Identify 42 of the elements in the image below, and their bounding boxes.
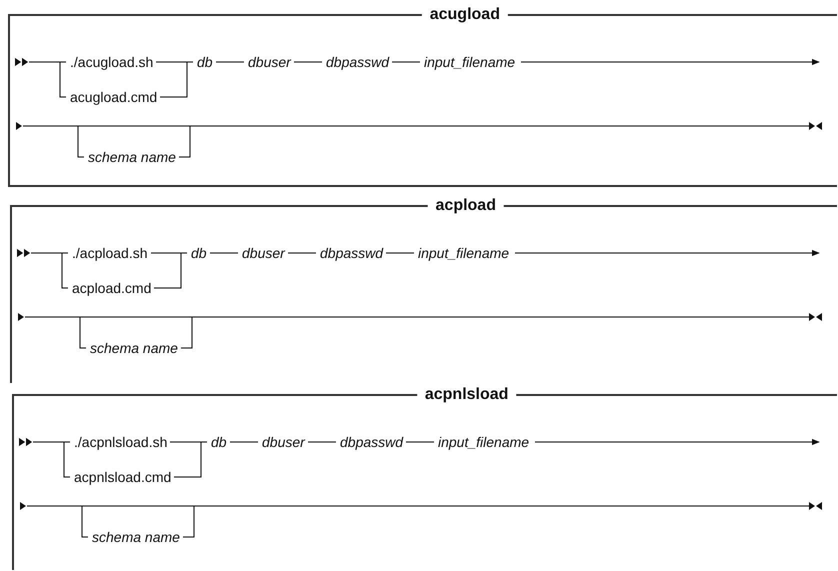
syntax-line (154, 252, 188, 288)
syntax-line (386, 252, 414, 254)
command-text: ./acpnlsload.sh (74, 433, 168, 451)
command-text: ./acugload.sh (70, 53, 154, 71)
parameter-text: dbpasswd (326, 53, 390, 71)
syntax-line (60, 122, 822, 158)
syntax-line (160, 62, 194, 98)
syntax-line (210, 252, 238, 254)
syntax-line (520, 58, 820, 66)
parameter-text: schema name (88, 148, 176, 166)
parameter-text: dbuser (262, 433, 305, 451)
syntax-line (64, 502, 822, 538)
syntax-line (15, 58, 66, 98)
panel-title: acpnlsload (416, 385, 516, 405)
parameter-text: dbuser (248, 53, 291, 71)
command-text: acpload.cmd (72, 279, 152, 297)
parameter-text: db (211, 433, 227, 451)
parameter-text: db (191, 244, 207, 262)
panel-title: acugload (422, 5, 508, 25)
parameter-text: schema name (90, 339, 178, 357)
parameter-text: dbpasswd (340, 433, 404, 451)
parameter-text: input_filename (438, 433, 530, 451)
syntax-line (17, 249, 68, 288)
parameter-text: dbuser (242, 244, 285, 262)
syntax-line (18, 313, 86, 348)
syntax-line (288, 252, 316, 254)
parameter-text: input_filename (424, 53, 516, 71)
syntax-line (514, 250, 820, 256)
syntax-line (16, 122, 84, 158)
syntax-line (174, 442, 208, 478)
syntax-line (19, 438, 70, 478)
syntax-line (534, 438, 820, 446)
command-text: acpnlsload.cmd (74, 468, 172, 486)
panel-title: acpload (428, 196, 504, 216)
syntax-line (62, 313, 822, 348)
parameter-text: db (197, 53, 213, 71)
command-text: ./acpload.sh (72, 244, 148, 262)
syntax-line (20, 502, 88, 538)
command-text: acugload.cmd (70, 88, 158, 106)
parameter-text: input_filename (418, 244, 510, 262)
parameter-text: schema name (92, 528, 180, 546)
parameter-text: dbpasswd (320, 244, 384, 262)
